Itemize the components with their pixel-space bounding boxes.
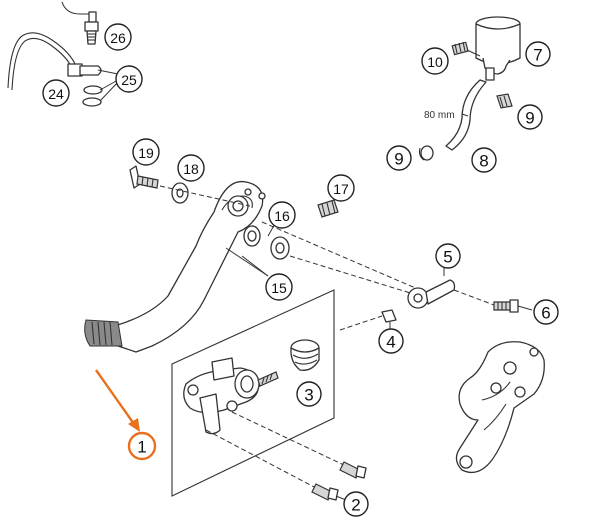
callout-16: 16 <box>268 201 296 229</box>
svg-text:19: 19 <box>138 145 154 161</box>
callout-5: 5 <box>435 243 461 269</box>
callout-10: 10 <box>421 47 449 75</box>
footrest-bracket <box>455 341 545 474</box>
svg-text:10: 10 <box>427 54 443 70</box>
svg-text:9: 9 <box>394 150 403 169</box>
callout-6: 6 <box>533 299 559 325</box>
callout-8: 8 <box>471 147 497 173</box>
callout-24: 24 <box>42 79 70 107</box>
callout-25: 25 <box>115 65 143 93</box>
callout-17: 17 <box>327 174 355 202</box>
svg-text:16: 16 <box>274 208 290 224</box>
callout-7: 7 <box>525 41 551 67</box>
callout-3: 3 <box>296 381 322 407</box>
callout-26: 26 <box>104 23 132 51</box>
svg-text:17: 17 <box>333 181 349 197</box>
hose-length-label: 80 mm <box>424 110 455 121</box>
svg-text:4: 4 <box>386 333 395 352</box>
master-cylinder-group <box>171 289 367 501</box>
push-rod <box>339 268 533 331</box>
callout-19: 19 <box>132 138 160 166</box>
brake-light-switch-assembly <box>7 1 119 107</box>
svg-text:3: 3 <box>304 386 313 405</box>
callout-2: 2 <box>343 491 369 517</box>
callout-1: 1 <box>127 431 157 461</box>
highlight-arrow <box>95 369 140 432</box>
callout-15: 15 <box>265 273 293 301</box>
svg-text:8: 8 <box>479 152 488 171</box>
reservoir-assembly: 80 mm <box>418 16 521 161</box>
svg-text:5: 5 <box>443 248 452 267</box>
svg-text:18: 18 <box>183 161 199 177</box>
svg-text:2: 2 <box>351 496 360 515</box>
svg-text:7: 7 <box>533 46 542 65</box>
callout-18: 18 <box>177 154 205 182</box>
svg-text:6: 6 <box>541 304 550 323</box>
svg-text:15: 15 <box>271 280 287 296</box>
callout-9-hose-clamp-lower: 9 <box>386 145 412 171</box>
callout-9-hose-clamp-upper: 9 <box>517 104 543 130</box>
svg-text:25: 25 <box>121 72 137 88</box>
svg-text:24: 24 <box>48 86 64 102</box>
svg-text:26: 26 <box>110 30 126 46</box>
spring-17 <box>317 199 339 218</box>
callout-4: 4 <box>378 328 404 354</box>
brake-pedal <box>84 165 421 353</box>
svg-text:1: 1 <box>137 438 146 457</box>
svg-text:9: 9 <box>525 109 534 128</box>
